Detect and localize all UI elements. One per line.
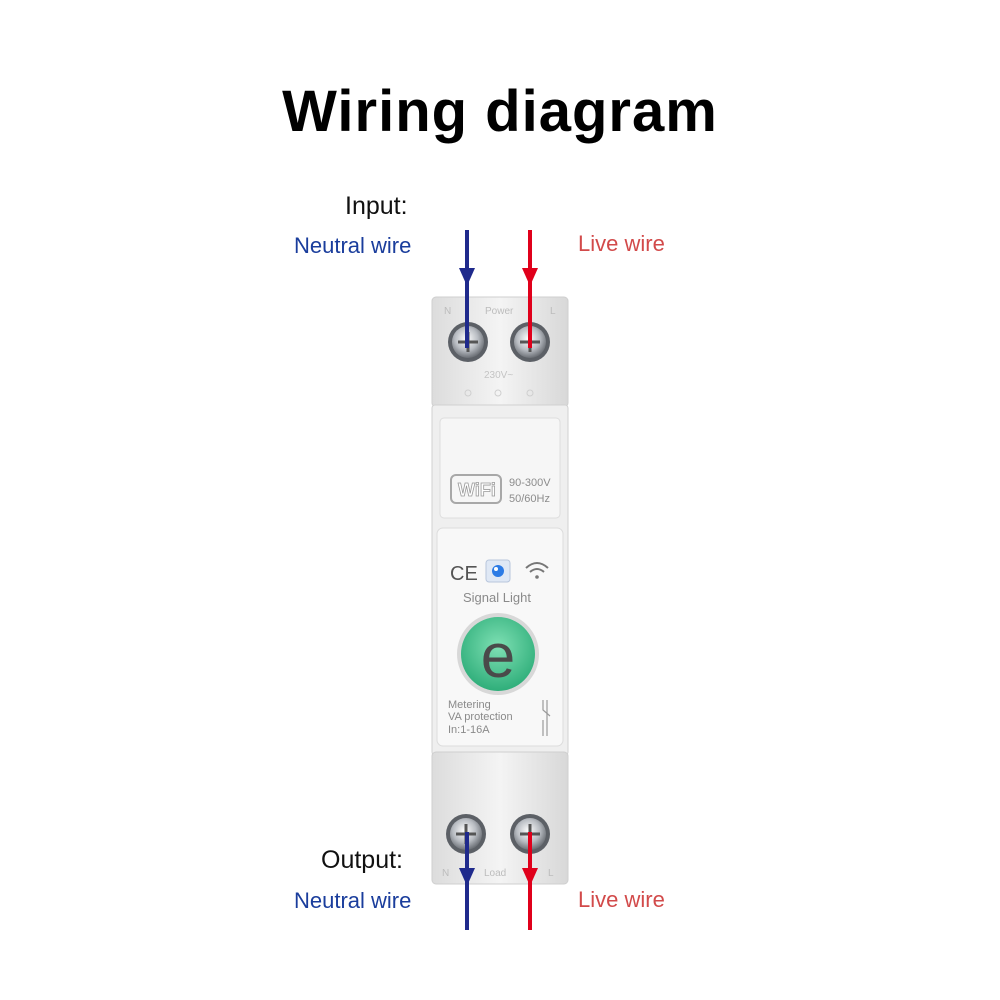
wifi-icon xyxy=(525,562,549,579)
ce-mark: CE xyxy=(450,563,478,585)
signal-light-label: Signal Light xyxy=(463,590,531,605)
top-terminal-power: Power xyxy=(485,306,514,317)
output-heading: Output: xyxy=(321,846,403,874)
input-live-label: Live wire xyxy=(578,231,665,256)
output-live-label: Live wire xyxy=(578,887,665,912)
input-neutral-label: Neutral wire xyxy=(294,233,412,258)
frequency: 50/60Hz xyxy=(509,493,550,505)
svg-text:WiFi: WiFi xyxy=(458,480,496,500)
bottom-terminal-n: N xyxy=(442,868,449,879)
signal-light-led xyxy=(485,559,511,583)
reset-button[interactable]: e xyxy=(457,613,539,695)
input-neutral-wire xyxy=(459,230,475,348)
bottom-terminal-load: Load xyxy=(484,868,506,879)
voltage-range: 90-300V xyxy=(509,477,551,489)
output-neutral-label: Neutral wire xyxy=(294,888,412,913)
circuit-symbol xyxy=(542,700,551,736)
top-terminal-n: N xyxy=(444,306,451,317)
top-rating-text: 230V~ xyxy=(484,370,513,381)
diagram-title: Wiring diagram xyxy=(282,79,718,144)
info-line-metering: Metering xyxy=(448,699,491,711)
info-line-va: VA protection xyxy=(448,711,513,723)
top-terminal-l: L xyxy=(550,306,556,317)
output-live-wire xyxy=(522,832,538,930)
input-heading: Input: xyxy=(345,192,408,220)
svg-text:e: e xyxy=(481,622,515,691)
wifi-logo: WiFi xyxy=(450,474,502,504)
bottom-terminal-l: L xyxy=(548,868,554,879)
output-neutral-wire xyxy=(459,832,475,930)
input-live-wire xyxy=(522,230,538,348)
info-line-current: In:1-16A xyxy=(448,724,490,736)
